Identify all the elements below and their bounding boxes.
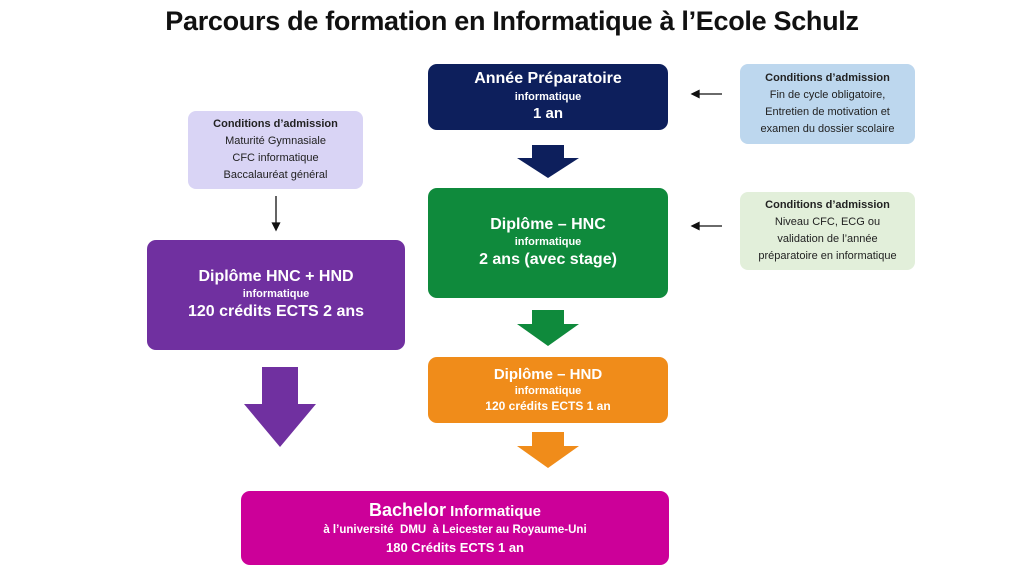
conditions-prep-box: Conditions d’admission Fin de cycle obli… <box>740 64 915 144</box>
conditions-hnc-line: Niveau CFC, ECG ou <box>774 215 881 228</box>
hnd-diploma-credits: 120 crédits ECTS 1 an <box>485 399 611 414</box>
conditions-prep-line: Fin de cycle obligatoire, <box>769 88 886 101</box>
conditions-prep-line: examen du dossier scolaire <box>760 123 895 136</box>
hnc-diploma-box: Diplôme – HNC informatique 2 ans (avec s… <box>428 188 668 298</box>
arrow-hncd-to-bachelor <box>244 367 316 447</box>
bachelor-credits: 180 Crédits ECTS 1 an <box>386 539 524 555</box>
bachelor-title: Bachelor Informatique <box>369 500 541 521</box>
conditions-hnc-hnd-title: Conditions d’admission <box>213 117 338 130</box>
conditions-hnc-hnd-box: Conditions d’admission Maturité Gymnasia… <box>188 111 363 189</box>
hnc-hnd-diploma-subtitle: informatique <box>242 287 310 300</box>
conditions-hnc-hnd-line: Baccalauréat général <box>223 169 328 182</box>
hnd-diploma-subtitle: informatique <box>514 384 582 397</box>
page-title: Parcours de formation en Informatique à … <box>165 6 859 36</box>
hnc-diploma-duration: 2 ans (avec stage) <box>479 251 617 269</box>
conditions-hnc-hnd-line: Maturité Gymnasiale <box>225 134 326 147</box>
conditions-hnc-title: Conditions d’admission <box>765 198 890 211</box>
arrow-hnc-to-hnd <box>517 310 579 346</box>
conditions-prep-line: Entretien de motivation et <box>765 106 890 118</box>
hnd-diploma-box: Diplôme – HND informatique 120 crédits E… <box>428 357 668 423</box>
conditions-prep-title: Conditions d’admission <box>765 71 890 84</box>
prep-year-duration: 1 an <box>532 105 563 123</box>
prep-year-title: Année Préparatoire <box>474 70 622 88</box>
conditions-hnc-line: validation de l’année <box>777 233 878 245</box>
hnc-hnd-diploma-title: Diplôme HNC + HND <box>198 267 354 285</box>
hnd-diploma-title: Diplôme – HND <box>493 365 603 383</box>
conditions-hnc-line: préparatoire en informatique <box>758 250 897 263</box>
hnc-hnd-diploma-credits: 120 crédits ECTS 2 ans <box>187 303 365 321</box>
conditions-hnc-box: Conditions d’admission Niveau CFC, ECG o… <box>740 192 915 270</box>
bachelor-title-field: Informatique <box>446 502 542 520</box>
bachelor-university: à l’université DMU à Leicester au Royaum… <box>323 524 587 537</box>
arrow-hnd-to-bachelor <box>517 432 579 468</box>
hnc-diploma-title: Diplôme – HNC <box>490 215 606 233</box>
prep-year-box: Année Préparatoire informatique 1 an <box>428 64 668 130</box>
hnc-hnd-diploma-box: Diplôme HNC + HND informatique 120 crédi… <box>147 240 405 350</box>
bachelor-box: Bachelor Informatique à l’université DMU… <box>241 491 669 565</box>
hnc-diploma-subtitle: informatique <box>514 235 582 248</box>
arrow-prep-to-hnc <box>517 145 579 178</box>
bachelor-title-main: Bachelor <box>368 499 446 520</box>
conditions-hnc-hnd-line: CFC informatique <box>232 152 319 164</box>
prep-year-subtitle: informatique <box>514 90 582 103</box>
